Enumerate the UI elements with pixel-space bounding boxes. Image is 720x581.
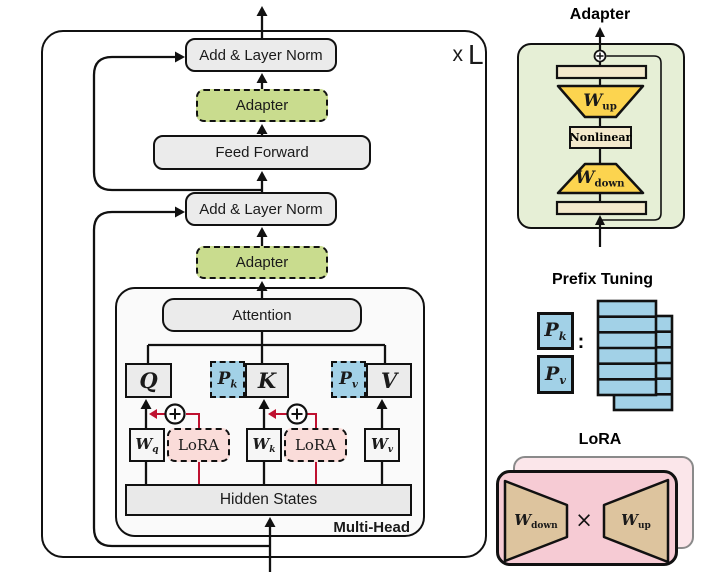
lora-q-box: LoRA xyxy=(167,428,230,462)
wq-label: Wq xyxy=(135,434,159,456)
adapter-top-label: Adapter xyxy=(235,97,289,114)
lora-q-label: LoRA xyxy=(177,436,220,454)
lora-w-down-label: Wdown xyxy=(514,510,558,532)
k-label: K xyxy=(257,368,277,393)
lora-times-symbol: × xyxy=(575,508,593,532)
multi-head-label: Multi-Head xyxy=(333,519,410,536)
prefix-pk-box: Pk xyxy=(210,361,245,398)
feed-forward-label: Feed Forward xyxy=(215,144,309,161)
pv-label: Pv xyxy=(339,368,358,391)
add-layer-norm-mid-box: Add & Layer Norm xyxy=(185,192,337,226)
repeat-l-times-label: x L xyxy=(446,39,490,70)
wk-box: Wk xyxy=(246,428,282,462)
adapter-mid-box: Adapter xyxy=(196,246,328,279)
attention-box: Attention xyxy=(162,298,362,332)
w-down-label: Wdown xyxy=(575,168,625,190)
wk-label: Wk xyxy=(252,434,276,456)
prefix-pv-legend-box: Pv xyxy=(537,355,574,394)
lora-panel-title: LoRA xyxy=(578,431,622,448)
add-layer-norm-top-box: Add & Layer Norm xyxy=(185,38,337,72)
wv-label: Wv xyxy=(370,434,394,456)
q-label: Q xyxy=(139,368,158,393)
times-symbol: x xyxy=(452,43,463,66)
q-box: Q xyxy=(125,363,172,398)
v-box: V xyxy=(366,363,412,398)
wv-box: Wv xyxy=(364,428,400,462)
feed-forward-box: Feed Forward xyxy=(153,135,371,170)
pk-label: Pk xyxy=(217,368,238,391)
adapter-panel-title: Adapter xyxy=(569,6,631,23)
w-up-label: Wup xyxy=(583,91,617,113)
add-layer-norm-top-label: Add & Layer Norm xyxy=(199,46,323,64)
v-label: V xyxy=(380,368,398,393)
k-box: K xyxy=(245,363,289,398)
lora-k-label: LoRA xyxy=(294,436,337,454)
wq-box: Wq xyxy=(129,428,165,462)
prefix-pk-legend-box: Pk xyxy=(537,312,574,350)
prefix-pk-legend-label: Pk xyxy=(544,319,567,343)
prefix-pv-box: Pv xyxy=(331,361,366,398)
adapter-mid-label: Adapter xyxy=(235,254,289,271)
prefix-colon: : xyxy=(577,330,585,353)
attention-label: Attention xyxy=(232,306,292,324)
prefix-panel-title: Prefix Tuning xyxy=(551,271,654,288)
lora-k-box: LoRA xyxy=(284,428,347,462)
hidden-states-box: Hidden States xyxy=(125,484,412,516)
prefix-bar-stack-front xyxy=(596,299,658,397)
lora-w-up-label: Wup xyxy=(621,510,651,532)
prefix-bar-stack-back xyxy=(612,314,674,412)
prefix-pv-legend-label: Pv xyxy=(545,362,566,387)
adapter-top-box: Adapter xyxy=(196,89,328,122)
layer-count: L xyxy=(467,39,484,70)
nonlinear-label: Nonlinear xyxy=(569,131,632,144)
hidden-states-label: Hidden States xyxy=(219,491,318,508)
add-layer-norm-mid-label: Add & Layer Norm xyxy=(199,200,323,218)
